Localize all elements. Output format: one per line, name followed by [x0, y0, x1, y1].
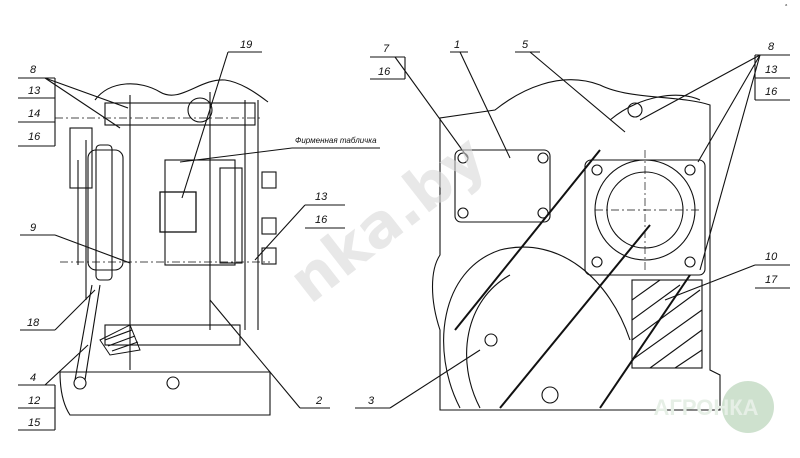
- callout-16-right-b: 16: [765, 86, 778, 98]
- corner-mark: a: [785, 2, 788, 7]
- callout-13-right: 13: [765, 64, 778, 76]
- callout-12: 12: [28, 395, 40, 407]
- callout-15: 15: [28, 417, 41, 429]
- callout-17: 17: [765, 274, 778, 286]
- callout-4: 4: [30, 372, 36, 384]
- callout-3: 3: [368, 395, 375, 407]
- callout-16-mid: 16: [315, 214, 328, 226]
- logo-text: АГРОНКА: [653, 395, 758, 420]
- callout-18: 18: [27, 317, 40, 329]
- callout-8-left: 8: [30, 64, 37, 76]
- callout-7: 7: [383, 43, 390, 55]
- callout-10: 10: [765, 251, 778, 263]
- logo-circle: [722, 381, 774, 433]
- right-view: [355, 51, 790, 411]
- callout-16-left: 16: [28, 131, 41, 143]
- callout-13-left: 13: [28, 85, 41, 97]
- callout-13-mid: 13: [315, 191, 328, 203]
- callout-16-right-a: 16: [378, 66, 391, 78]
- callout-2: 2: [315, 395, 322, 407]
- callout-5: 5: [522, 39, 529, 51]
- callout-9: 9: [30, 222, 36, 234]
- watermark-text: nka.by: [276, 121, 499, 317]
- callout-1: 1: [454, 39, 460, 51]
- nameplate-label: Фирменная табличка: [295, 136, 377, 145]
- agronka-logo: АГРОНКА: [653, 381, 774, 433]
- callout-14-left: 14: [28, 108, 40, 120]
- left-view: [18, 51, 380, 431]
- callout-19: 19: [240, 39, 252, 51]
- callout-8-right: 8: [768, 41, 775, 53]
